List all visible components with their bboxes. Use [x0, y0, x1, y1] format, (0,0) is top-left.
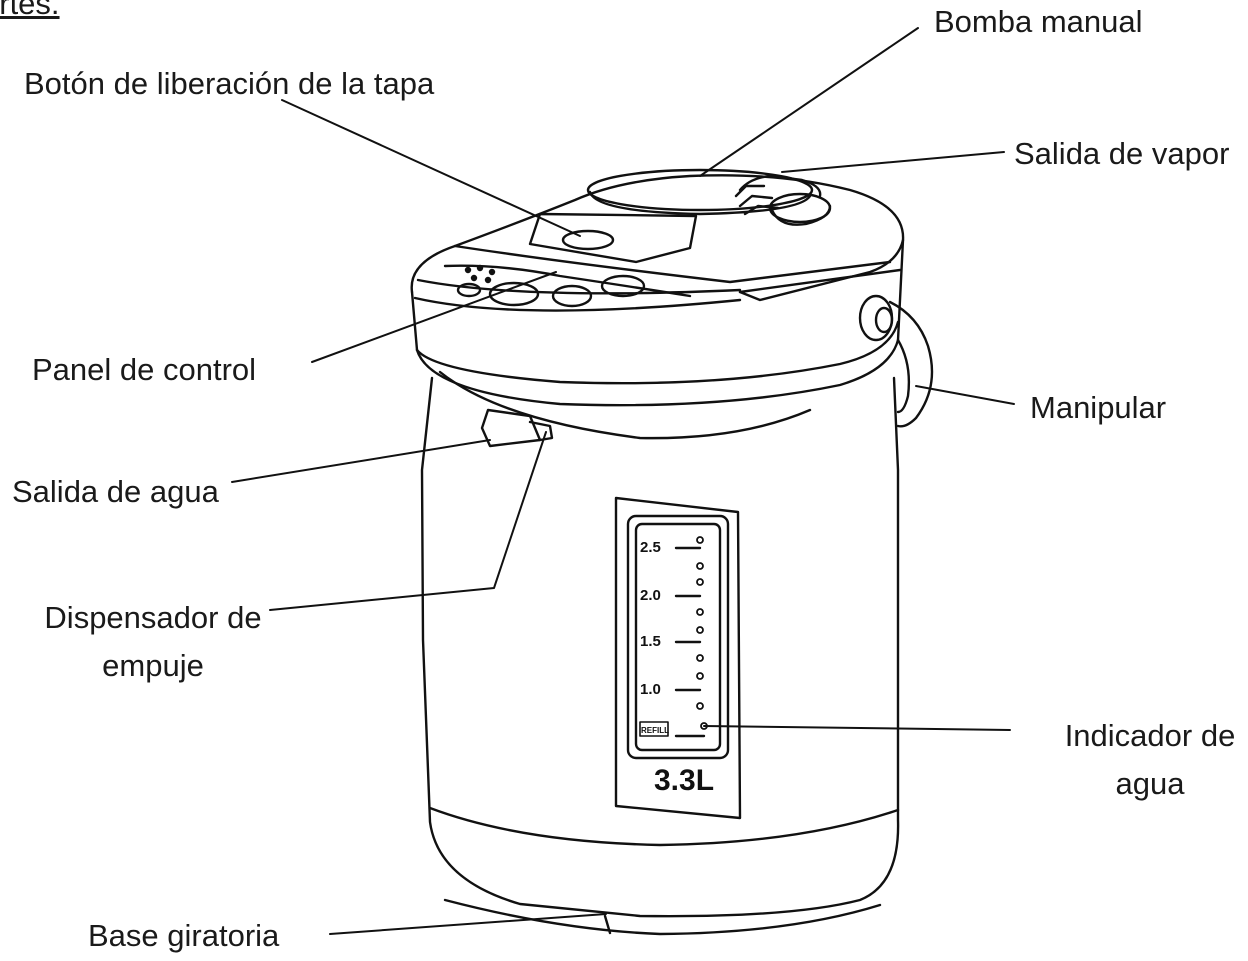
leader-lines [231, 27, 1015, 935]
scale-mark-2-5: 2.5 [640, 539, 661, 556]
section-header: artes. [0, 0, 60, 21]
lid-release-button [528, 212, 698, 264]
leader-salida-agua [231, 439, 491, 483]
label-boton-tapa: Botón de liberación de la tapa [24, 66, 435, 101]
leader-manipular [915, 385, 1015, 405]
leader-bomba-manual [699, 27, 919, 177]
refill-mark: REFILL [641, 726, 669, 735]
label-manipular: Manipular [1030, 390, 1167, 425]
leader-indicador [703, 725, 1011, 731]
label-indicador-line2: agua [1115, 766, 1185, 802]
scale-mark-1-0: 1.0 [640, 681, 661, 698]
label-indicador: Indicador de agua [1052, 712, 1248, 808]
capacity-mark: 3.3L [654, 764, 714, 797]
label-dispensador: Dispensador de empuje [30, 594, 276, 690]
leader-panel-control [311, 271, 557, 363]
water-spout [480, 408, 554, 448]
scale-mark-2-0: 2.0 [640, 587, 661, 604]
label-panel-control: Panel de control [32, 352, 257, 387]
pot-head [410, 174, 905, 440]
handle [858, 294, 934, 428]
scale-mark-1-5: 1.5 [640, 633, 661, 650]
label-salida-agua: Salida de agua [12, 474, 219, 509]
leader-salida-vapor [781, 151, 1005, 173]
label-bomba-manual: Bomba manual [934, 4, 1143, 39]
water-level-window: 2.5 2.0 1.5 1.0 REFILL 3.3L [614, 496, 742, 820]
label-dispensador-line1: Dispensador de [44, 600, 262, 635]
label-base-giratoria: Base giratoria [88, 918, 280, 953]
leader-base-giratoria [329, 913, 607, 935]
leader-dispensador [269, 431, 547, 611]
steam-outlet [734, 174, 832, 226]
label-indicador-line1: Indicador de [1064, 718, 1236, 753]
manual-pump-disk [586, 168, 814, 216]
pot-body [420, 376, 900, 936]
leader-boton-tapa [281, 99, 581, 237]
label-dispensador-line2: empuje [102, 648, 204, 684]
label-salida-vapor: Salida de vapor [1014, 136, 1230, 171]
control-panel [443, 264, 692, 308]
